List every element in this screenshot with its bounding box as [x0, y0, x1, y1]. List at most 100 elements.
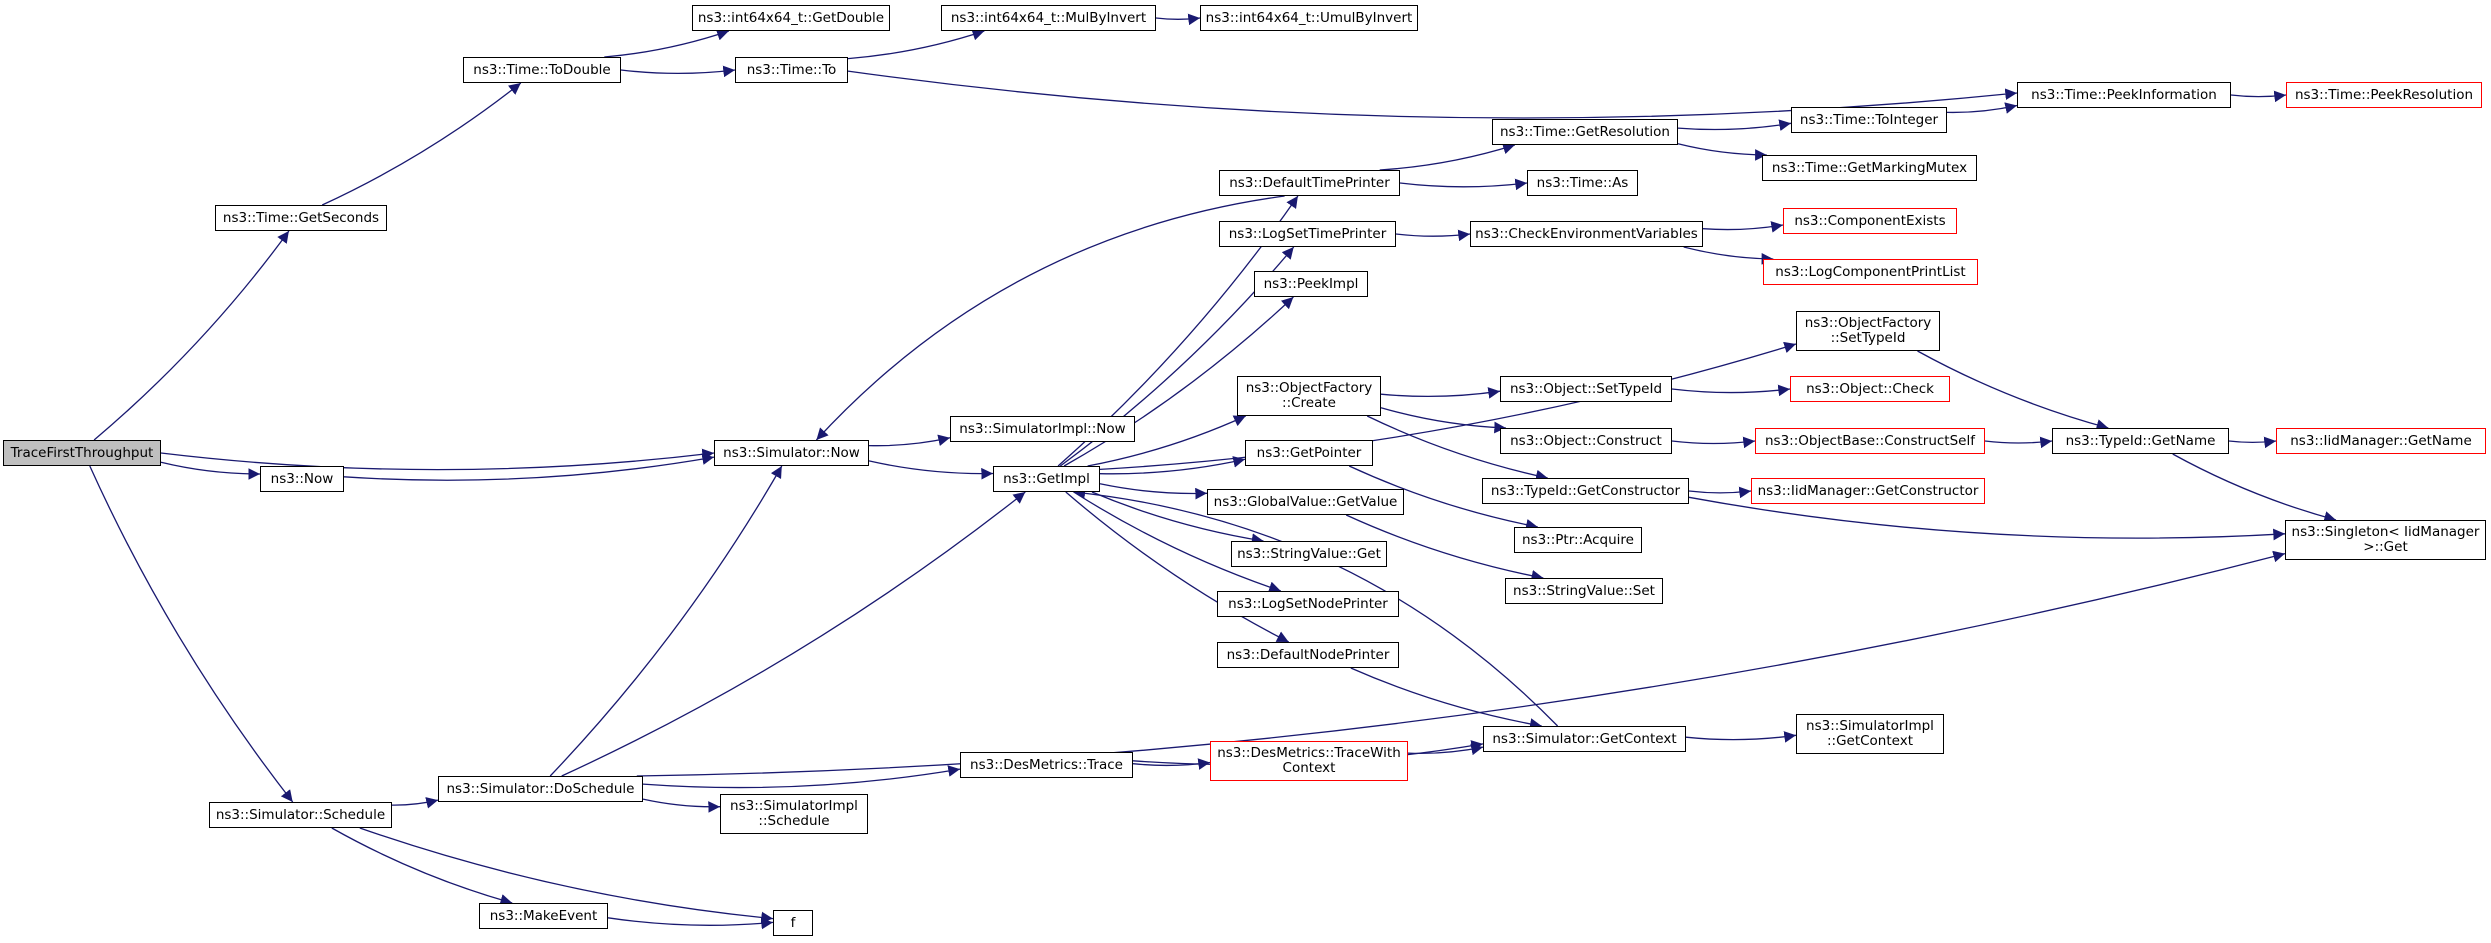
graph-node-to[interactable]: ns3::Time::To: [735, 57, 848, 83]
call-edge-checkenv-to-logcomponentprintlist: [1683, 246, 1774, 265]
graph-node-defaulttimeprinter[interactable]: ns3::DefaultTimePrinter: [1219, 170, 1400, 196]
graph-node-now[interactable]: ns3::Now: [260, 466, 344, 492]
graph-node-logsettimeprinter[interactable]: ns3::LogSetTimePrinter: [1219, 221, 1396, 247]
graph-node-typeidgetname[interactable]: ns3::TypeId::GetName: [2052, 428, 2229, 454]
call-edge-trace-to-simnow: [160, 448, 715, 471]
call-edge-simschedule-to-doschedule: [391, 797, 439, 809]
graph-node-objconstruct[interactable]: ns3::Object::Construct: [1500, 428, 1672, 454]
graph-node-componentexists[interactable]: ns3::ComponentExists: [1783, 208, 1957, 234]
graph-node-mulbyinvert[interactable]: ns3::int64x64_t::MulByInvert: [941, 5, 1156, 31]
call-edge-getimpl-to-stringvalueget: [1091, 491, 1264, 545]
graph-node-label: ns3::SimulatorImpl: [730, 798, 858, 814]
call-edge-doschedule-to-getimpl: [561, 491, 1026, 777]
graph-node-label: >::Get: [2363, 539, 2408, 555]
graph-node-iidgetname[interactable]: ns3::IidManager::GetName: [2276, 428, 2486, 454]
graph-node-todouble[interactable]: ns3::Time::ToDouble: [463, 57, 621, 83]
graph-node-label: ::GetContext: [1826, 733, 1914, 749]
call-edge-doschedule-to-desmetricstrace: [642, 765, 961, 789]
graph-node-label: ns3::Time::GetMarkingMutex: [1771, 159, 1968, 176]
graph-node-label: ns3::Singleton< IidManager: [2291, 524, 2480, 540]
graph-node-peekresolution[interactable]: ns3::Time::PeekResolution: [2286, 82, 2482, 108]
graph-node-simgetcontext[interactable]: ns3::Simulator::GetContext: [1483, 726, 1686, 752]
call-edge-logsettimeprinter-to-checkenv: [1395, 229, 1471, 242]
call-edge-todouble-to-getdouble: [604, 29, 730, 58]
graph-node-iidgetconstructor[interactable]: ns3::IidManager::GetConstructor: [1751, 478, 1985, 504]
graph-node-simimplgetcontext[interactable]: ns3::SimulatorImpl::GetContext: [1796, 714, 1944, 754]
call-edge-globalgetvalue-to-stringvalueset: [1345, 514, 1544, 582]
graph-node-stringvalueget[interactable]: ns3::StringValue::Get: [1231, 541, 1387, 567]
graph-node-objcheck[interactable]: ns3::Object::Check: [1790, 376, 1950, 402]
graph-node-getdouble[interactable]: ns3::int64x64_t::GetDouble: [692, 5, 890, 31]
call-edge-tracewithcontext-to-simgetcontext: [1407, 743, 1484, 756]
graph-node-label: ns3::int64x64_t::MulByInvert: [950, 9, 1147, 26]
call-edge-getimpl-to-getpointer: [1099, 456, 1246, 475]
graph-node-label: ns3::Simulator::Schedule: [215, 806, 386, 823]
graph-node-logcomponentprintlist[interactable]: ns3::LogComponentPrintList: [1763, 259, 1978, 285]
graph-node-label: ns3::Time::To: [746, 61, 837, 78]
graph-node-logsetnodeprinter[interactable]: ns3::LogSetNodePrinter: [1217, 591, 1399, 617]
graph-node-trace[interactable]: TraceFirstThroughput: [3, 440, 161, 466]
call-edge-desmetricstrace-to-tracewithcontext: [1132, 758, 1211, 770]
graph-node-tointeger[interactable]: ns3::Time::ToInteger: [1791, 107, 1947, 133]
graph-node-label: ns3::Time::ToDouble: [473, 61, 611, 78]
graph-node-f[interactable]: f: [773, 910, 813, 936]
graph-node-label: ns3::Time::GetSeconds: [222, 209, 380, 226]
call-edge-checkenv-to-componentexists: [1702, 221, 1784, 233]
graph-node-checkenv[interactable]: ns3::CheckEnvironmentVariables: [1470, 221, 1703, 247]
call-edge-now-to-simnow: [343, 453, 715, 481]
graph-node-ptracquire[interactable]: ns3::Ptr::Acquire: [1514, 527, 1642, 553]
graph-node-constructself[interactable]: ns3::ObjectBase::ConstructSelf: [1755, 428, 1985, 454]
call-edge-simnow-to-simimplnow: [868, 434, 951, 447]
graph-node-getconstructor[interactable]: ns3::TypeId::GetConstructor: [1482, 478, 1689, 504]
graph-node-simnow[interactable]: ns3::Simulator::Now: [714, 440, 869, 466]
call-edge-mulbyinvert-to-umulbyinvert: [1155, 13, 1201, 26]
graph-node-ofsettypeid[interactable]: ns3::ObjectFactory::SetTypeId: [1796, 311, 1940, 351]
graph-node-defaultnodeprinter[interactable]: ns3::DefaultNodePrinter: [1217, 642, 1399, 668]
graph-node-singletonget[interactable]: ns3::Singleton< IidManager >::Get: [2285, 520, 2486, 560]
graph-node-label: ns3::Time::GetResolution: [1499, 123, 1670, 140]
graph-node-getseconds[interactable]: ns3::Time::GetSeconds: [215, 205, 387, 231]
graph-node-desmetricstrace[interactable]: ns3::DesMetrics::Trace: [960, 752, 1133, 778]
graph-node-makeevent[interactable]: ns3::MakeEvent: [479, 903, 608, 929]
graph-node-ofcreate[interactable]: ns3::ObjectFactory::Create: [1237, 376, 1381, 416]
graph-node-label: ns3::StringValue::Get: [1237, 545, 1381, 562]
graph-node-label: ns3::LogSetTimePrinter: [1228, 225, 1387, 242]
call-edge-getimpl-to-ofcreate: [1087, 415, 1246, 467]
graph-node-doschedule[interactable]: ns3::Simulator::DoSchedule: [438, 776, 643, 802]
graph-node-simimplnow[interactable]: ns3::SimulatorImpl::Now: [950, 416, 1135, 442]
call-edge-doschedule-to-singletonget: [636, 550, 2286, 777]
graph-node-as[interactable]: ns3::Time::As: [1527, 170, 1638, 196]
graph-node-peekinformation[interactable]: ns3::Time::PeekInformation: [2017, 82, 2231, 108]
call-edge-defaulttimeprinter-to-getresolution: [1379, 142, 1515, 171]
graph-node-label: ns3::LogSetNodePrinter: [1228, 595, 1388, 612]
call-edge-typeidgetname-to-iidgetname: [2228, 436, 2277, 449]
call-edge-objsettypeid-to-objcheck: [1671, 384, 1791, 397]
graph-node-label: ns3::TypeId::GetConstructor: [1490, 482, 1681, 499]
call-edge-doschedule-to-simnow: [549, 465, 783, 777]
graph-node-label: ns3::Object::SetTypeId: [1509, 380, 1663, 397]
graph-node-label: f: [790, 914, 796, 931]
graph-node-stringvalueset[interactable]: ns3::StringValue::Set: [1505, 578, 1663, 604]
graph-node-objsettypeid[interactable]: ns3::Object::SetTypeId: [1500, 376, 1672, 402]
graph-node-label: ns3::DesMetrics::TraceWith: [1217, 745, 1401, 761]
graph-node-label: ns3::ComponentExists: [1794, 212, 1946, 229]
graph-node-label: ns3::IidManager::GetName: [2290, 432, 2472, 449]
graph-node-getimpl[interactable]: ns3::GetImpl: [993, 466, 1100, 492]
graph-node-label: ns3::Simulator::GetContext: [1492, 730, 1677, 747]
graph-node-getpointer[interactable]: ns3::GetPointer: [1245, 440, 1373, 466]
graph-node-umulbyinvert[interactable]: ns3::int64x64_t::UmulByInvert: [1200, 5, 1418, 31]
call-edge-trace-to-getseconds: [93, 230, 290, 441]
call-edge-ofsettypeid-to-typeidgetname: [1917, 350, 2109, 431]
graph-node-label: Context: [1282, 760, 1336, 776]
graph-node-getmarkingmutex[interactable]: ns3::Time::GetMarkingMutex: [1762, 155, 1977, 181]
graph-node-peekimpl[interactable]: ns3::PeekImpl: [1254, 271, 1368, 297]
call-edge-simschedule-to-makeevent: [331, 827, 513, 906]
graph-node-getresolution[interactable]: ns3::Time::GetResolution: [1492, 119, 1678, 145]
graph-node-simschedule[interactable]: ns3::Simulator::Schedule: [209, 802, 392, 828]
graph-node-globalgetvalue[interactable]: ns3::GlobalValue::GetValue: [1207, 489, 1404, 515]
graph-node-label: ns3::TypeId::GetName: [2065, 432, 2216, 449]
graph-node-simimplschedule[interactable]: ns3::SimulatorImpl::Schedule: [720, 794, 868, 834]
call-edge-getimpl-to-peekimpl: [1063, 296, 1294, 467]
